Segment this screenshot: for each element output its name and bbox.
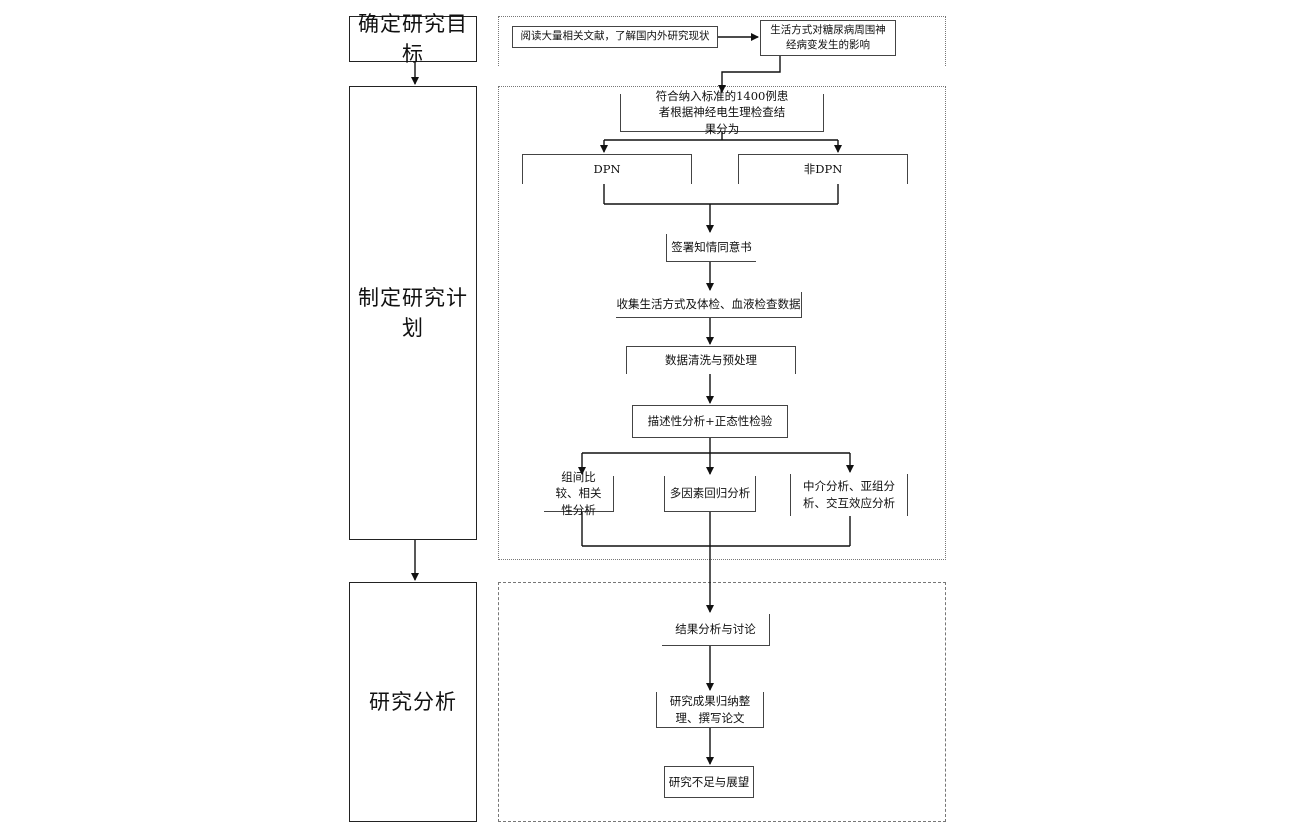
node-descriptive: 描述性分析+正态性检验 (632, 405, 788, 438)
stage-plan-label: 制定研究计划 (358, 285, 468, 340)
analysis-group-border (498, 582, 946, 822)
goal-group-border (498, 16, 946, 66)
stage-plan: 制定研究计划 (349, 86, 477, 540)
stage-analysis: 研究分析 (349, 582, 477, 822)
node-multi-regression: 多因素回归分析 (664, 476, 756, 512)
node-summary: 研究成果归纳整理、撰写论文 (656, 692, 764, 728)
node-dpn: DPN (522, 154, 692, 184)
stage-analysis-label: 研究分析 (369, 689, 457, 714)
node-group-compare: 组间比较、相关性分析 (544, 470, 614, 517)
node-patients: 符合纳入标准的1400例患者根据神经电生理检查结果分为 (620, 89, 824, 136)
node-non-dpn: 非DPN (738, 154, 908, 184)
node-mediation: 中介分析、亚组分析、交互效应分析 (790, 474, 908, 516)
node-limits: 研究不足与展望 (664, 766, 754, 798)
arrow-topic-to-patients (718, 56, 781, 93)
node-results: 结果分析与讨论 (662, 614, 770, 646)
node-consent: 签署知情同意书 (666, 234, 756, 262)
node-read-literature: 阅读大量相关文献，了解国内外研究现状 (512, 26, 718, 48)
stage-goal: 确定研究目标 (349, 12, 477, 66)
node-collect: 收集生活方式及体检、血液检查数据 (616, 292, 802, 318)
node-lifestyle-effect: 生活方式对糖尿病周围神经病变发生的影响 (760, 20, 896, 56)
node-cleaning: 数据清洗与预处理 (626, 346, 796, 374)
stage-goal-label: 确定研究目标 (358, 11, 468, 66)
